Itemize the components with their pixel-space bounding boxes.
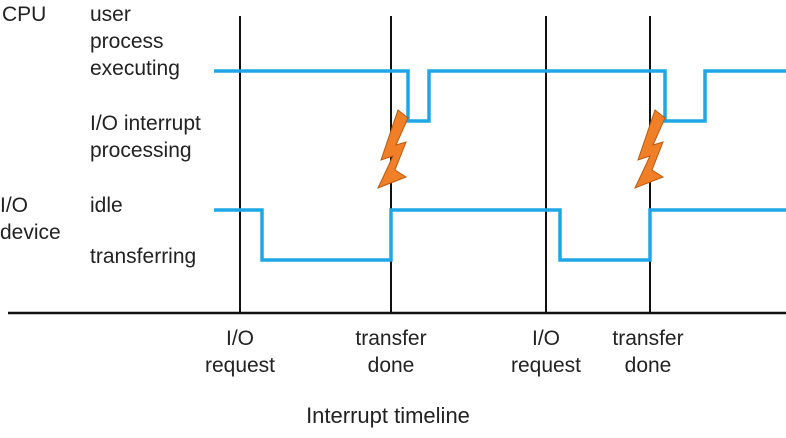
event-label-transfer-done: transfer done <box>612 327 684 377</box>
diagram-caption: Interrupt timeline <box>306 403 470 428</box>
event-label-io-request: I/O request <box>204 327 276 377</box>
event-label-io-request: I/O request <box>510 327 582 377</box>
interrupt-lightning-icon <box>377 109 409 189</box>
user-process-executing-label: user process executing <box>90 3 180 80</box>
io-device-label: I/O device <box>0 194 61 244</box>
transferring-label: transferring <box>90 245 197 268</box>
cpu-label: CPU <box>2 3 47 26</box>
idle-label: idle <box>90 194 123 217</box>
io-device-activity-signal <box>214 208 786 262</box>
interrupt-lightning-icon <box>634 109 666 189</box>
io-interrupt-processing-label: I/O interrupt processing <box>90 112 201 162</box>
cpu-activity-signal <box>214 69 786 123</box>
event-label-transfer-done: transfer done <box>355 327 427 377</box>
